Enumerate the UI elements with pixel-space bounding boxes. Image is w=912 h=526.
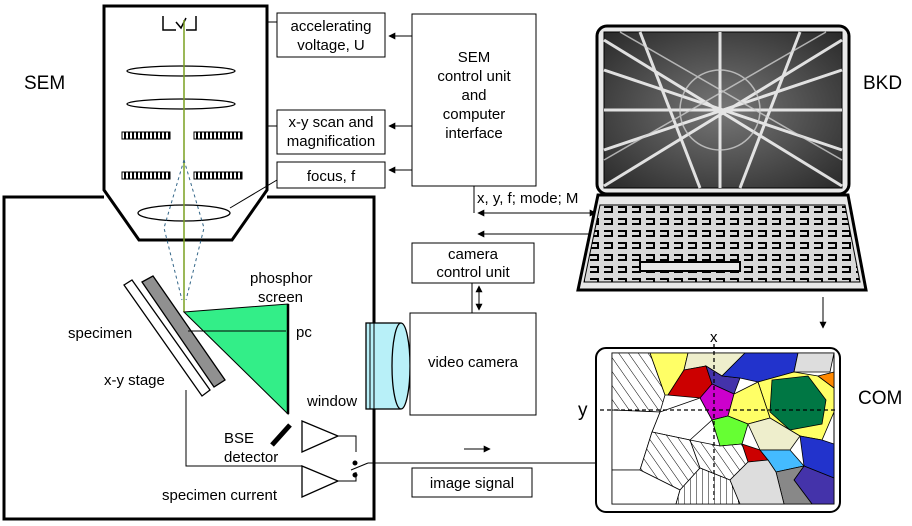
sem-column bbox=[102, 4, 269, 242]
svg-text:image signal: image signal bbox=[430, 475, 514, 492]
svg-text:magnification: magnification bbox=[287, 133, 375, 150]
svg-text:focus, f: focus, f bbox=[307, 168, 356, 185]
axis-y-label: y bbox=[578, 400, 588, 421]
accelerating-voltage-box: accelerating voltage, U bbox=[276, 12, 386, 58]
svg-text:camera: camera bbox=[448, 246, 499, 263]
svg-text:x-y scan and: x-y scan and bbox=[288, 114, 373, 131]
com-label: COM bbox=[858, 388, 902, 409]
video-camera-box: video camera bbox=[409, 312, 537, 416]
signal-wiring bbox=[185, 390, 596, 482]
specimen-label: specimen bbox=[68, 325, 132, 342]
laptop-computer bbox=[576, 24, 868, 292]
svg-text:voltage, U: voltage, U bbox=[297, 37, 365, 54]
xy-scan-box: x-y scan and magnification bbox=[276, 109, 386, 155]
bse-label-2: detector bbox=[224, 449, 278, 466]
svg-text:SEM: SEM bbox=[458, 49, 491, 66]
condenser-lens-icon bbox=[126, 65, 236, 110]
specimen-current-label: specimen current bbox=[162, 487, 278, 504]
phosphor-screen-label-1: phosphor bbox=[250, 270, 313, 287]
camera-control-unit-box: camera control unit bbox=[411, 242, 535, 284]
svg-text:accelerating: accelerating bbox=[291, 18, 372, 35]
focus-box: focus, f bbox=[276, 161, 386, 189]
sem-chamber bbox=[2, 195, 376, 521]
scan-coils-icon bbox=[121, 131, 243, 180]
axis-x-label: x bbox=[710, 329, 718, 346]
window-label: window bbox=[306, 393, 357, 410]
bse-label-1: BSE bbox=[224, 430, 254, 447]
svg-text:video camera: video camera bbox=[428, 354, 519, 371]
svg-text:control unit: control unit bbox=[437, 68, 511, 85]
image-signal-box: image signal bbox=[411, 467, 533, 498]
electron-beam bbox=[163, 20, 205, 312]
amplifiers bbox=[301, 420, 340, 499]
bse-detector-icon bbox=[270, 423, 292, 447]
xy-stage-label: x-y stage bbox=[104, 372, 165, 389]
bkd-label: BKD bbox=[863, 73, 902, 94]
svg-text:control unit: control unit bbox=[436, 264, 510, 281]
xy-stage-icon bbox=[123, 279, 211, 397]
sem-label: SEM bbox=[24, 73, 65, 94]
chamber-window-icon bbox=[365, 322, 411, 410]
svg-text:computer: computer bbox=[443, 106, 506, 123]
pattern-center-label: pc bbox=[296, 324, 312, 341]
svg-text:and: and bbox=[461, 87, 486, 104]
grain-map bbox=[611, 352, 835, 505]
control-signals-label: x, y, f; mode; M bbox=[477, 190, 578, 207]
sem-control-unit-box: SEM control unit and computer interface bbox=[411, 13, 537, 187]
svg-text:interface: interface bbox=[445, 125, 503, 142]
phosphor-screen bbox=[182, 303, 290, 416]
orientation-map-monitor bbox=[595, 344, 841, 513]
specimen-icon bbox=[141, 275, 226, 388]
connector-arrows bbox=[229, 21, 827, 453]
phosphor-screen-label-2: screen bbox=[258, 289, 303, 306]
